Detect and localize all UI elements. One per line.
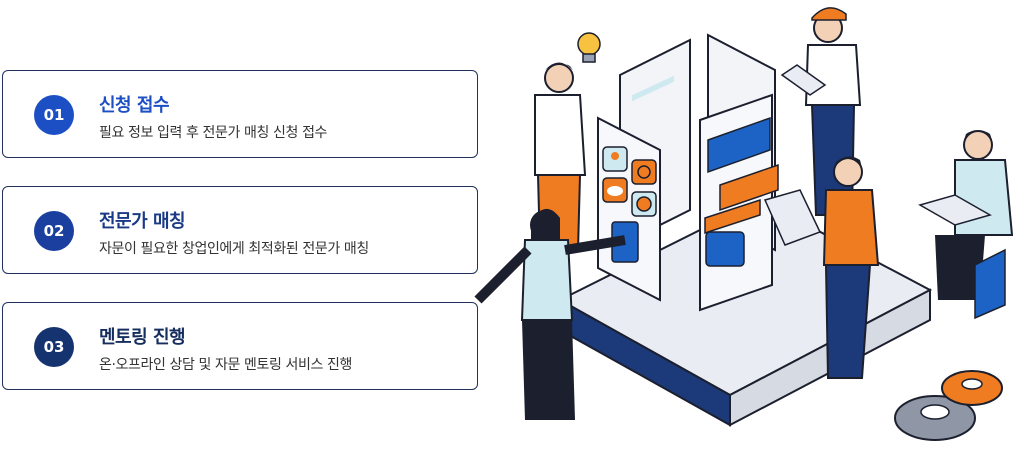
step-title: 전문가 매칭 <box>99 211 186 232</box>
step-number-badge: 02 <box>34 211 74 251</box>
person-man-laptop <box>763 156 880 379</box>
step-description: 온·오프라인 상담 및 자문 멘토링 서비스 진행 <box>99 357 352 373</box>
step-card-3: 03 멘토링 진행 온·오프라인 상담 및 자문 멘토링 서비스 진행 <box>2 302 478 390</box>
team-consulting-illustration <box>474 7 1014 441</box>
person-woman-pointing <box>474 208 626 420</box>
gear-icon <box>894 370 1003 441</box>
step-number-badge: 03 <box>34 327 74 367</box>
step-card-2: 02 전문가 매칭 자문이 필요한 창업인에게 최적화된 전문가 매칭 <box>2 186 478 274</box>
step-number-badge: 01 <box>34 95 74 135</box>
panel-cards <box>704 116 779 267</box>
person-woman-laptop <box>780 7 862 216</box>
lightbulb-icon <box>577 32 601 63</box>
step-title: 멘토링 진행 <box>99 327 186 348</box>
step-description: 자문이 필요한 창업인에게 최적화된 전문가 매칭 <box>99 241 369 257</box>
step-card-1: 01 신청 접수 필요 정보 입력 후 전문가 매칭 신청 접수 <box>2 70 478 158</box>
person-seated <box>918 130 1014 320</box>
step-description: 필요 정보 입력 후 전문가 매칭 신청 접수 <box>99 125 328 141</box>
step-title: 신청 접수 <box>99 95 170 116</box>
